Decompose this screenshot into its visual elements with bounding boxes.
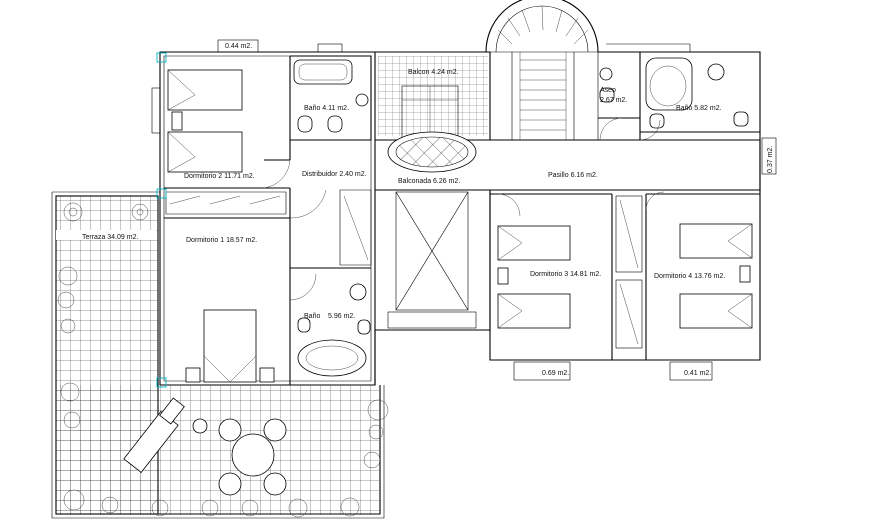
balcon-balconada: Balcon 4.24 m2. Balconada 6.26 m2. <box>378 56 488 185</box>
label-balconada: Balconada 6.26 m2. <box>398 178 460 185</box>
plants <box>57 202 389 518</box>
label-pasillo: Pasillo 6.16 m2. <box>548 172 598 179</box>
terrace-furniture <box>123 397 287 496</box>
label-bano-3: Baño <box>304 313 320 320</box>
label-terraza: Terraza 34.09 m2. <box>82 234 138 241</box>
label-dormitorio-4: Dormitorio 4 13.76 m2. <box>654 273 725 280</box>
label-dormitorio-2: Dormitorio 2 11.71 m2. <box>184 173 255 180</box>
label-aseo-area: 2.67 m2. <box>600 97 627 104</box>
aseo: Aseo 2.67 m2. <box>598 43 691 119</box>
label-dormitorio-1: Dormitorio 1 18.57 m2. <box>186 237 257 244</box>
corner-markers <box>156 52 167 388</box>
label-balcon-d4: 0.41 m2. <box>684 370 711 377</box>
bano-3: Baño 5.96 m2. <box>289 267 371 377</box>
label-aseo: Aseo <box>600 87 616 94</box>
label-bano-3-area: 5.96 m2. <box>328 313 355 320</box>
void-opening <box>387 191 477 329</box>
label-bano-1: Baño 4.11 m2. <box>304 105 349 112</box>
bano-1: Baño 4.11 m2. <box>290 43 372 141</box>
dormitorio-4: Dormitorio 4 13.76 m2. 0.41 m2. <box>654 223 753 381</box>
pasillo: Pasillo 6.16 m2. <box>548 117 661 179</box>
stair-tower <box>485 0 599 140</box>
dormitorio-1: Dormitorio 1 18.57 m2. <box>164 189 327 383</box>
label-balcon-d3: 0.69 m2. <box>542 370 569 377</box>
label-side-balcon-right: 0.37 m2. <box>767 146 774 173</box>
distribuidor: Distribuidor 2.40 m2. <box>263 139 372 385</box>
bano-2: Baño 5.82 m2. 0.37 m2. <box>639 57 777 175</box>
terrace-area <box>51 191 385 519</box>
label-balcon-top: Balcon 4.24 m2. <box>408 69 459 76</box>
dormitorio-2: Dormitorio 2 11.71 m2. 0.44 m2. <box>151 39 291 215</box>
label-bano-2: Baño 5.82 m2. <box>676 105 722 112</box>
label-distribuidor: Distribuidor 2.40 m2. <box>302 171 367 178</box>
label-dormitorio-3: Dormitorio 3 14.81 m2. <box>530 271 601 278</box>
wardrobes <box>615 191 760 360</box>
dormitorio-3: Dormitorio 3 14.81 m2. 0.69 m2. <box>490 193 613 381</box>
label-balcon-top-left: 0.44 m2. <box>225 43 252 50</box>
